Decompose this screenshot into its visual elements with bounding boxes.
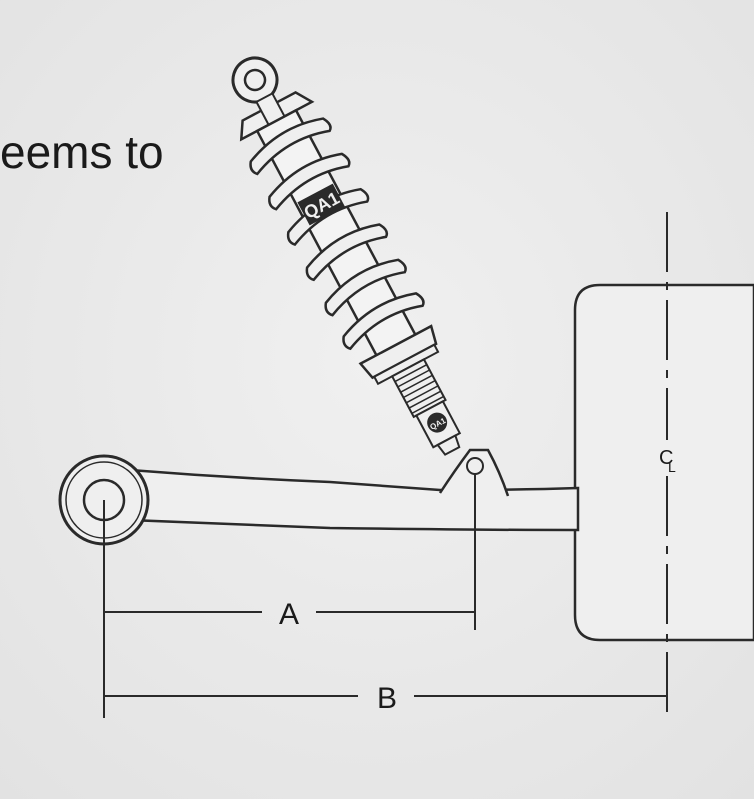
centerline-label-sub: L [668, 459, 676, 475]
dimension-a-label: A [279, 598, 299, 631]
mount-bolt-hole [466, 457, 484, 475]
dimension-b: B [104, 682, 667, 715]
coilover-shock: QA1 QA1 [231, 56, 462, 456]
dimension-a: A [103, 474, 476, 718]
caption-fragment: eems to [0, 126, 164, 178]
centerline-label-bg [652, 440, 682, 476]
dimension-b-label: B [377, 682, 397, 715]
centerline-label: C [659, 447, 673, 469]
control-arm [128, 448, 580, 532]
